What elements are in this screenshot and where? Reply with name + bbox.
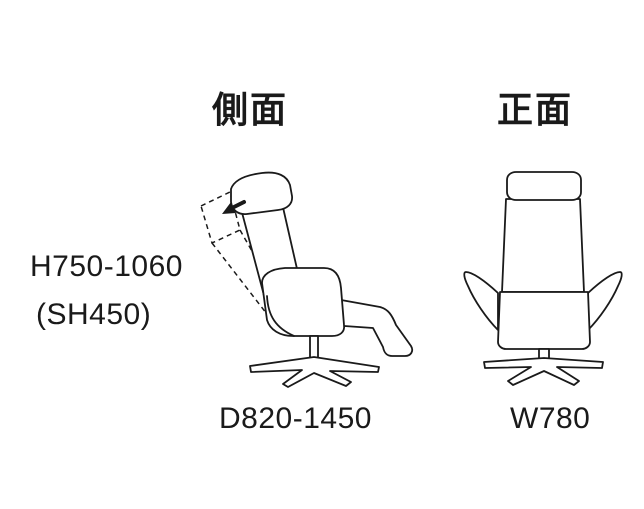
side-seat-body (261, 267, 345, 337)
depth-dimension: D820-1450 (219, 402, 372, 435)
front-view-title: 正面 (497, 90, 574, 131)
side-view-chair (200, 171, 414, 388)
front-right-armrest (587, 271, 623, 331)
seat-height-dimension: (SH450) (36, 298, 152, 331)
side-leg-rest (329, 297, 414, 357)
reclined-back-outline-front (211, 242, 271, 319)
front-view-chair (463, 171, 623, 386)
height-dimension: H750-1060 (30, 250, 183, 283)
reclined-headrest-outline (200, 190, 241, 245)
front-headrest (506, 171, 582, 201)
width-dimension: W780 (510, 402, 591, 435)
side-pedestal-column (309, 335, 319, 359)
left-arrow-icon (222, 200, 246, 214)
front-backrest (501, 198, 585, 293)
side-seat-shell-line (266, 295, 295, 337)
front-swivel-base (483, 357, 604, 386)
front-seat (497, 291, 591, 350)
side-swivel-base (249, 356, 380, 388)
front-left-armrest (463, 271, 499, 331)
side-headrest (230, 171, 293, 215)
side-view-title: 側面 (212, 90, 289, 131)
